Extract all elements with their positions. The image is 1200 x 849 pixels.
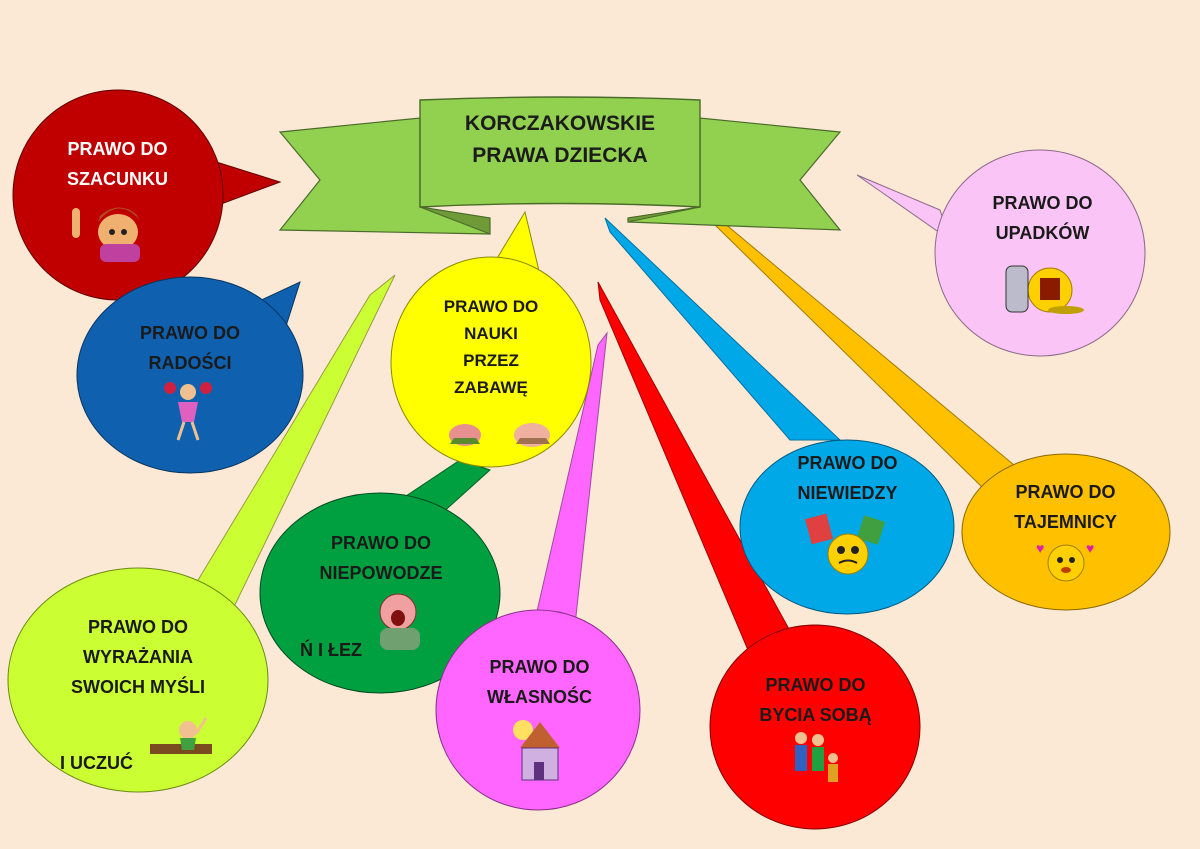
label-niewiedza: PRAWO DO NIEWIEDZY (770, 448, 925, 508)
label-nauka: PRAWO DO NAUKI PRZEZ ZABAWĘ (421, 293, 561, 401)
banner-title: KORCZAKOWSKIE PRAWA DZIECKA (420, 108, 700, 172)
bubble-upadki (857, 150, 1145, 356)
label-wlasnosc: PRAWO DO WŁASNOŚC (462, 652, 617, 712)
label-tajemnica: PRAWO DO TAJEMNICY (988, 477, 1143, 537)
label-radosc: PRAWO DO RADOŚCI (110, 318, 270, 378)
label-myslenie: PRAWO DO WYRAŻANIA SWOICH MYŚLI (48, 612, 228, 702)
label-myslenie-tail: I UCZUĆ (60, 748, 150, 778)
svg-text:♥: ♥ (1086, 540, 1094, 556)
svg-text:♥: ♥ (1036, 540, 1044, 556)
label-bycie-soba: PRAWO DO BYCIA SOBĄ (738, 670, 893, 730)
label-upadki: PRAWO DO UPADKÓW (965, 188, 1120, 248)
label-szacunek: PRAWO DO SZACUNKU (40, 134, 195, 194)
bubble-szacunek (13, 90, 280, 300)
label-niepowodzenia-tail: Ń I ŁEZ (300, 635, 380, 665)
label-niepowodzenia: PRAWO DO NIEPOWODZE (296, 528, 466, 588)
bycie-soba-tail (598, 282, 795, 650)
niewiedza-tail (605, 218, 840, 440)
